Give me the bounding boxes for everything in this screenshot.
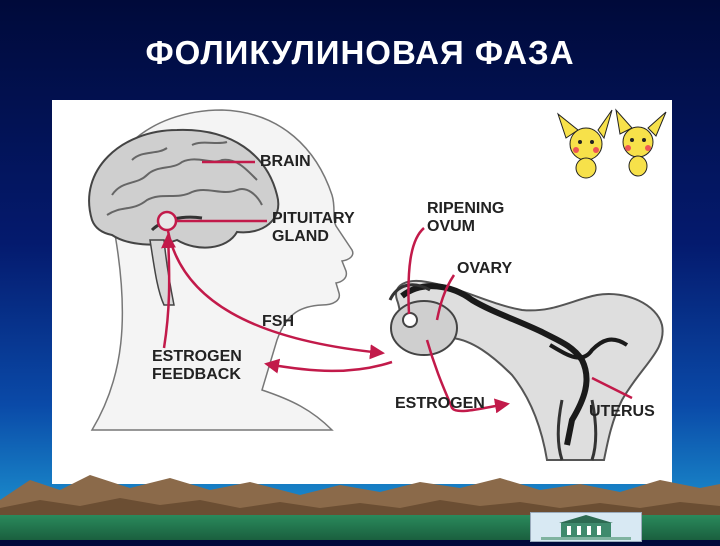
estrogen-feedback-label-line1: ESTROGEN — [152, 348, 242, 365]
ripening-ovum-pointer — [407, 227, 425, 315]
pituitary-gland — [156, 210, 178, 232]
estrogen-feedback-label-line2: FEEDBACK — [152, 366, 241, 383]
brain-label: BRAIN — [260, 153, 311, 170]
fsh-arrow — [166, 230, 385, 360]
diagram-panel: BRAIN PITUITARY GLAND RIPENING OVUM OVAR… — [52, 100, 672, 484]
estrogen-label: ESTROGEN — [395, 395, 485, 412]
estrogen-feedback-arrow — [161, 233, 177, 349]
reproductive-hormone-diagram — [88, 109, 664, 461]
ripening-label-line2: OVUM — [427, 218, 475, 235]
estrogen-to-feedback-arrow — [264, 358, 393, 374]
uterus-label: UTERUS — [589, 403, 655, 420]
building-icon — [530, 512, 642, 542]
uterus-pointer — [591, 376, 633, 400]
ovary-shape — [390, 300, 458, 356]
pituitary-label-line1: PITUITARY — [272, 210, 355, 227]
hormone-arrows — [161, 230, 510, 414]
ovary-pointer — [435, 274, 456, 321]
ovary-label: OVARY — [457, 260, 513, 277]
pituitary-label-line2: GLAND — [272, 228, 329, 245]
pointer-lines — [176, 160, 633, 400]
fsh-label: FSH — [262, 313, 294, 330]
pichu-pair-icon — [556, 108, 667, 179]
ovum-shape — [402, 312, 418, 328]
uterus-illustration — [388, 280, 664, 461]
slide-title: ФОЛИКУЛИНОВАЯ ФАЗА — [145, 34, 575, 71]
estrogen-arrow — [425, 339, 510, 414]
ripening-label-line1: RIPENING — [427, 200, 505, 217]
